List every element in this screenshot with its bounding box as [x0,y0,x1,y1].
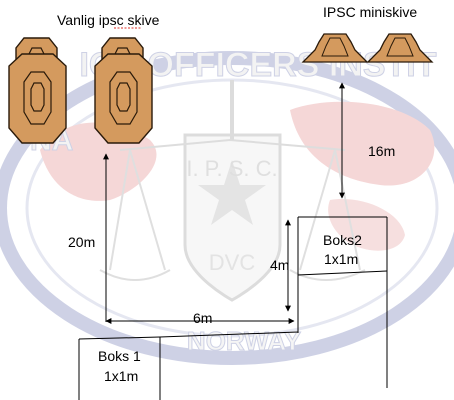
box-2-size: 1x1m [324,251,358,267]
standard-target-2 [94,37,153,144]
mini-target-zone [321,37,349,57]
target-zone-a [30,82,45,112]
box-1: Boks 1 1x1m [78,331,299,400]
watermark-bottom-text: NORWAY [187,326,301,356]
watermark-monogram: DVC [209,250,256,275]
target-body-front [8,53,67,144]
target-zone-a [116,82,131,112]
mini-target-zone [386,37,414,57]
standard-target-1 [8,37,67,144]
label-16m: 16m [368,143,395,159]
box-1-name: Boks 1 [98,348,141,364]
watermark: IGE OFFICERS INSTIT NA I. P. S. C. NORWA… [0,46,454,365]
mini-target-title: IPSC miniskive [323,4,417,20]
standard-targets [8,37,153,144]
watermark-outer-ring [0,51,454,365]
target-zone-c [109,71,138,125]
label-6m: 6m [193,310,212,326]
mini-target-body [301,33,369,63]
box-2-bottom-edge [297,270,388,276]
watermark-shield [183,133,282,302]
watermark-center-text: I. P. S. C. [186,156,277,181]
box-2-name: Boks2 [323,232,362,248]
label-4m: 4m [270,257,289,273]
target-zone-c [23,71,52,125]
mini-target-2 [366,33,434,63]
watermark-balance-beam [119,138,346,151]
fault-line [159,331,299,338]
mini-target-1 [301,33,369,63]
standard-target-title: Vanlig ipsc skive [57,12,160,28]
box-2: Boks2 1x1m [297,216,388,388]
mini-target-body [366,33,434,63]
mini-targets [301,33,434,63]
box-1-top-edge [78,336,161,340]
label-20m: 20m [68,234,95,250]
watermark-continent-right [290,101,435,186]
watermark-star [198,160,266,225]
target-body-front [94,53,153,144]
box-1-size: 1x1m [104,368,138,384]
